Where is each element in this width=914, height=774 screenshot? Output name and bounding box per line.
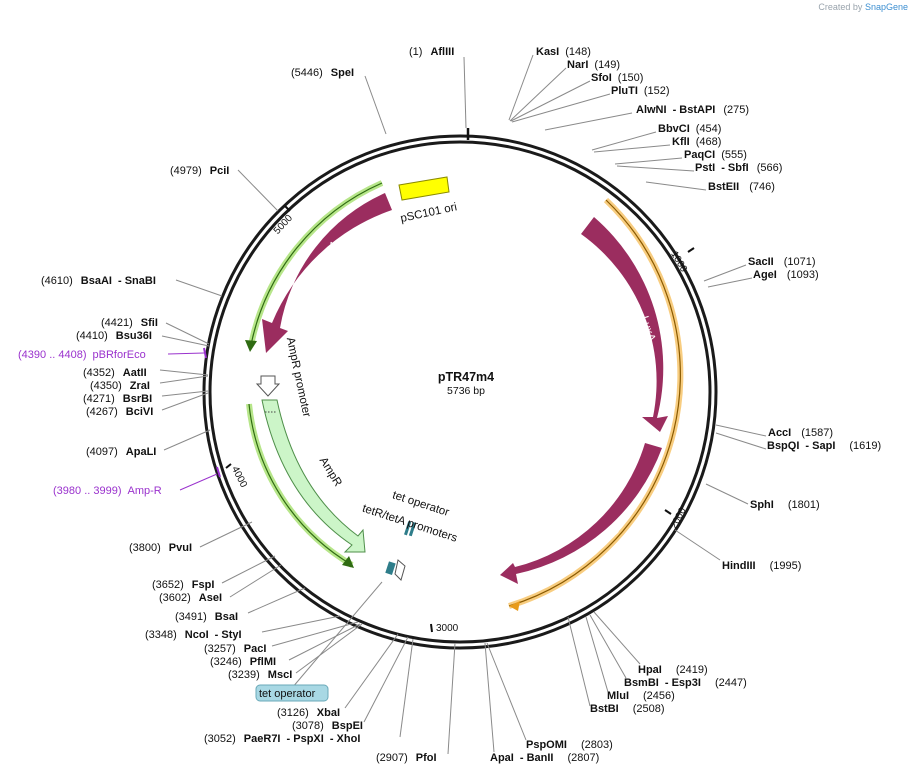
- tet-operator-box-label: tet operator: [259, 688, 316, 700]
- site-1093: AgeI(1093): [753, 269, 819, 281]
- site-1801: SphI(1801): [750, 499, 820, 511]
- site-1619: BspQI- SapI(1619): [767, 440, 881, 452]
- site-149: NarI(149): [567, 59, 620, 71]
- site-1587: AccI(1587): [768, 427, 833, 439]
- site-152: PluTI(152): [611, 85, 670, 97]
- site-148: KasI(148): [536, 46, 591, 58]
- site-468: KflI(468): [672, 136, 721, 148]
- ampr-arrow: [261, 399, 366, 553]
- site-4410: (4410)Bsu36I: [76, 330, 152, 342]
- ampr-promoter-arrow: [255, 375, 281, 397]
- site-3257: (3257)PacI: [204, 643, 266, 655]
- site-1071: SacII(1071): [748, 256, 815, 268]
- primer-pbrforeco-leader: [167, 352, 205, 355]
- snapgene-brand: SnapGene: [864, 2, 908, 12]
- luxa-arrow: [581, 217, 668, 432]
- primer-ampr-mark: [216, 466, 221, 478]
- site-3348: (3348)NcoI- StyI: [145, 629, 242, 641]
- tick-4000: 4000: [229, 465, 249, 490]
- site-2447: BsmBI- Esp3I(2447): [624, 677, 747, 689]
- site-1995: HindIII(1995): [722, 560, 801, 572]
- site-3239: (3239)MscI: [228, 669, 292, 681]
- site-566: PstI- SbfI(566): [695, 162, 782, 174]
- site-4421: (4421)SfiI: [101, 317, 158, 329]
- tet-operator-bar-2: [408, 522, 417, 537]
- site-3602: (3602)AseI: [159, 592, 222, 604]
- site-5446: (5446)SpeI: [291, 67, 354, 79]
- site-4352: (4352)AatII: [83, 367, 147, 379]
- rep101-arc: [250, 182, 383, 346]
- site-275: AlwNI- BstAPI(275): [636, 104, 749, 116]
- site-2907: (2907)PfoI: [376, 752, 437, 764]
- snapgene-watermark: Created by SnapGene: [818, 2, 908, 12]
- site-746: BstEII(746): [708, 181, 775, 193]
- lux-operon-arc: [508, 199, 681, 607]
- site-454: BbvCI(454): [658, 123, 721, 135]
- site-labels: (1)AflIII KasI(148) NarI(149) SfoI(150) …: [41, 46, 881, 764]
- site-4097: (4097)ApaLI: [86, 446, 156, 458]
- lux-operon-halo: [508, 197, 684, 609]
- plasmid-size: 5736 bp: [447, 385, 485, 397]
- tetr-promoter-glyph: [394, 559, 406, 581]
- lux-operon-arrowhead: [509, 601, 520, 611]
- watermark-prefix: Created by: [818, 2, 863, 12]
- tick-3000: 3000: [436, 623, 459, 634]
- site-2419: HpaI(2419): [638, 664, 708, 676]
- tet-operator-site: [385, 561, 396, 575]
- site-2807: ApaI- BanII(2807): [490, 752, 599, 764]
- site-3491: (3491)BsaI: [175, 611, 238, 623]
- rep101-arc-arrowhead: [245, 340, 257, 352]
- primer-pbrforeco-mark: [203, 347, 207, 359]
- site-4267: (4267)BciVI: [86, 406, 153, 418]
- site-3078: (3078)BspEI: [292, 720, 363, 732]
- site-leaders: [159, 54, 767, 755]
- primer-ampr-leader: [179, 473, 218, 491]
- primer-ampr-label: (3980 .. 3999)Amp-R: [53, 485, 162, 497]
- psc101-ori-box: [398, 176, 450, 201]
- tet-operator-bar-1: [404, 521, 412, 536]
- psc101-ori-label: pSC101 ori: [399, 201, 458, 225]
- site-555: PaqCI(555): [684, 149, 747, 161]
- tet-operator-box: [255, 684, 329, 702]
- site-3126: (3126)XbaI: [277, 707, 340, 719]
- primer-pbrforeco-label: (4390 .. 4408)pBRforEco: [18, 349, 146, 361]
- site-3652: (3652)FspI: [152, 579, 214, 591]
- site-2456: MluI(2456): [607, 690, 675, 702]
- plasmid-name: pTR47m4: [438, 370, 494, 384]
- site-1: (1)AflIII: [409, 46, 454, 58]
- tet-operator-box-leader: [291, 581, 383, 689]
- site-4610: (4610)BsaAI- SnaBI: [41, 275, 156, 287]
- ampr-promoter-label: AmpR promoter: [284, 336, 313, 418]
- backbone-outer-ring: [202, 134, 718, 650]
- site-2508: BstBI(2508): [590, 703, 665, 715]
- site-3800: (3800)PvuI: [129, 542, 192, 554]
- site-3246: (3246)PflMI: [210, 656, 276, 668]
- luxb-arrow: [500, 443, 662, 584]
- site-4979: (4979)PciI: [170, 165, 229, 177]
- site-4350: (4350)ZraI: [90, 380, 150, 392]
- ampr-arc-arrowhead: [342, 556, 354, 568]
- backbone-inner-ring: [208, 140, 712, 644]
- rep101-arrow: [262, 193, 392, 353]
- site-3052: (3052)PaeR7I- PspXI- XhoI: [204, 733, 360, 745]
- site-4271: (4271)BsrBI: [83, 393, 152, 405]
- ampr-label: AmpR: [317, 455, 344, 488]
- site-150: SfoI(150): [591, 72, 643, 84]
- ampr-arc: [248, 403, 353, 566]
- site-2803: PspOMI(2803): [526, 739, 613, 751]
